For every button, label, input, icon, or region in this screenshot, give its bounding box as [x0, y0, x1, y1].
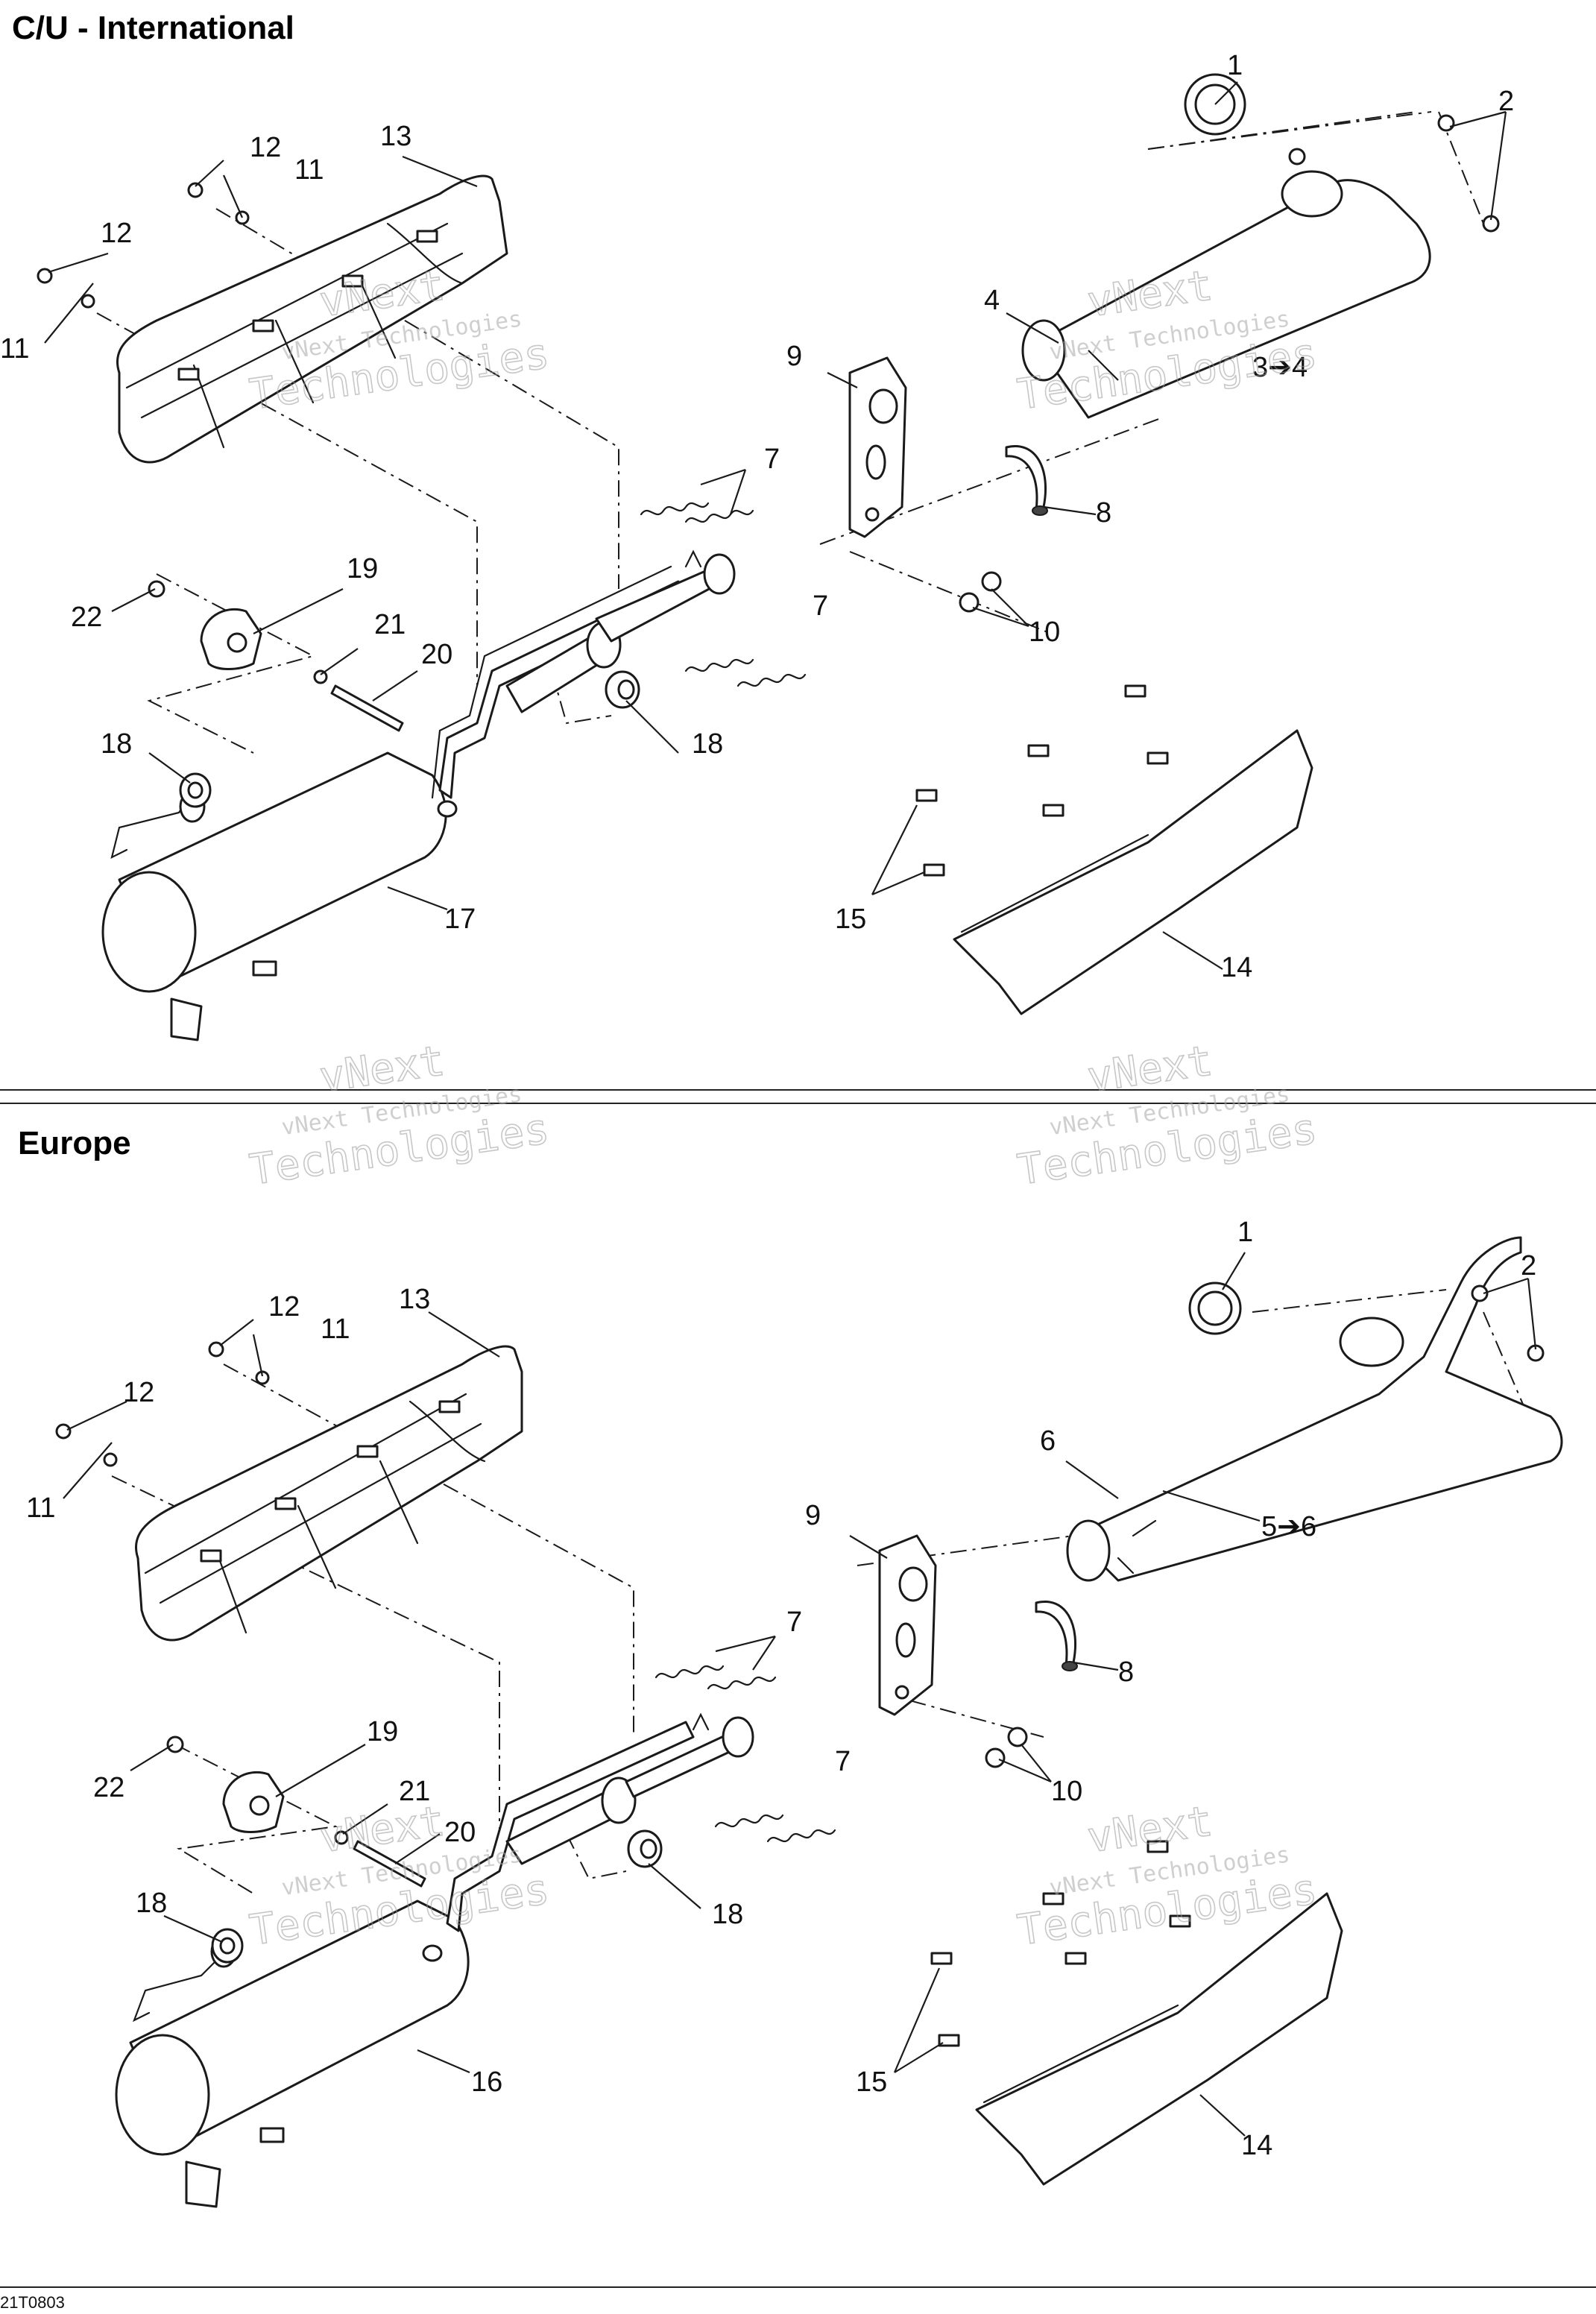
- screws-and-washers: [37, 182, 328, 684]
- callout-18a: 18: [136, 1888, 167, 1919]
- svg-text:vNext: vNext: [317, 1037, 448, 1103]
- watermarks: vNext vNext Technologies Technologies vN…: [246, 261, 1320, 1956]
- bracket: [200, 608, 404, 732]
- alignment-lines: [96, 111, 1484, 754]
- section-europe: Europe: [18, 1125, 1563, 2208]
- callout-11b: 11: [0, 333, 29, 365]
- callout-19: 19: [367, 1716, 398, 1747]
- callout-21: 21: [399, 1776, 430, 1807]
- bolts: [985, 1727, 1028, 1768]
- muffler: [115, 1721, 695, 2208]
- callout-2: 2: [1498, 86, 1514, 117]
- callout-9: 9: [786, 341, 802, 372]
- callout-20: 20: [444, 1817, 476, 1848]
- callout-7a: 7: [786, 1607, 802, 1638]
- callout-14: 14: [1241, 2130, 1272, 2161]
- callout-12a: 12: [268, 1291, 300, 1322]
- callout-13: 13: [399, 1284, 430, 1315]
- callout-10: 10: [1029, 617, 1060, 648]
- callout-11a: 11: [321, 1314, 350, 1345]
- callout-17: 17: [444, 904, 476, 935]
- callout-18b: 18: [692, 728, 723, 760]
- callout-6: 6: [1040, 1425, 1056, 1457]
- callout-12b: 12: [101, 218, 132, 249]
- callout-10: 10: [1051, 1776, 1082, 1807]
- callout-8: 8: [1118, 1656, 1134, 1688]
- alignment-lines: [111, 1289, 1529, 1894]
- heat-shield-front: [134, 1345, 523, 1642]
- watermark: vNext vNext Technologies Technologies: [1014, 1036, 1320, 1196]
- svg-text:vNext: vNext: [1085, 1037, 1216, 1103]
- callout-18b: 18: [712, 1899, 743, 1930]
- hose: [1035, 1601, 1078, 1671]
- callout-1: 1: [1227, 50, 1243, 81]
- hose: [1005, 445, 1048, 516]
- callout-16: 16: [471, 2066, 502, 2098]
- callout-1: 1: [1237, 1217, 1253, 1248]
- section-title: C/U - International: [12, 10, 294, 46]
- figure-code: 21T0803: [0, 2293, 65, 2312]
- callout-12a: 12: [250, 132, 281, 163]
- exhaust-tube: [505, 1712, 754, 1865]
- callout-9: 9: [805, 1500, 821, 1531]
- support-plate: [878, 1534, 937, 1716]
- callouts-section-2: 1 2 5➔6 6 7 7 8 9 10 11 11 12 12 13 14 1…: [26, 1217, 1536, 2161]
- callout-11b: 11: [26, 1492, 55, 1524]
- callout-15: 15: [856, 2066, 887, 2098]
- callout-8: 8: [1096, 497, 1111, 529]
- springs: [640, 502, 807, 687]
- callout-2: 2: [1521, 1250, 1536, 1281]
- callout-11a: 11: [294, 154, 324, 186]
- watermark: vNext vNext Technologies Technologies: [246, 1036, 552, 1196]
- callout-22: 22: [71, 602, 102, 633]
- callout-22: 22: [93, 1772, 124, 1803]
- bracket: [222, 1771, 426, 1888]
- section-cu-international: C/U - International: [0, 10, 1514, 1041]
- support-plate: [848, 356, 907, 538]
- grommet: [179, 670, 640, 808]
- callout-13: 13: [380, 121, 411, 152]
- lower-heat-shield: [915, 684, 1313, 1015]
- callout-3-to-4: 3➔4: [1252, 352, 1308, 383]
- callout-21: 21: [374, 609, 406, 640]
- callout-12b: 12: [123, 1377, 154, 1408]
- heat-shield-front: [116, 174, 508, 464]
- callouts-section-1: 1 2 3➔4 4 7 7 8 9 10 11 11 12 12 13 14 1…: [0, 50, 1514, 983]
- headpipe: [1021, 73, 1500, 419]
- screws-and-washers: [55, 1341, 349, 1845]
- callout-7a: 7: [764, 444, 780, 475]
- springs: [655, 1665, 836, 1843]
- callout-7b: 7: [813, 590, 828, 622]
- callout-4: 4: [984, 285, 1000, 316]
- callout-15: 15: [835, 904, 866, 935]
- lower-heat-shield: [930, 1840, 1343, 2186]
- callout-5-to-6: 5➔6: [1261, 1511, 1316, 1542]
- headpipe: [1066, 1236, 1563, 1582]
- watermark: vNext vNext Technologies Technologies: [1014, 1797, 1320, 1956]
- section-title: Europe: [18, 1125, 131, 1161]
- callout-19: 19: [347, 553, 378, 584]
- callout-14: 14: [1221, 952, 1252, 983]
- callout-18a: 18: [101, 728, 132, 760]
- exhaust-tube: [505, 549, 736, 713]
- grommet: [211, 1829, 663, 1964]
- callout-20: 20: [421, 639, 452, 670]
- svg-text:vNext: vNext: [1085, 1797, 1216, 1863]
- bolts: [959, 571, 1002, 613]
- callout-7b: 7: [835, 1746, 851, 1777]
- svg-text:vNext: vNext: [317, 1797, 448, 1863]
